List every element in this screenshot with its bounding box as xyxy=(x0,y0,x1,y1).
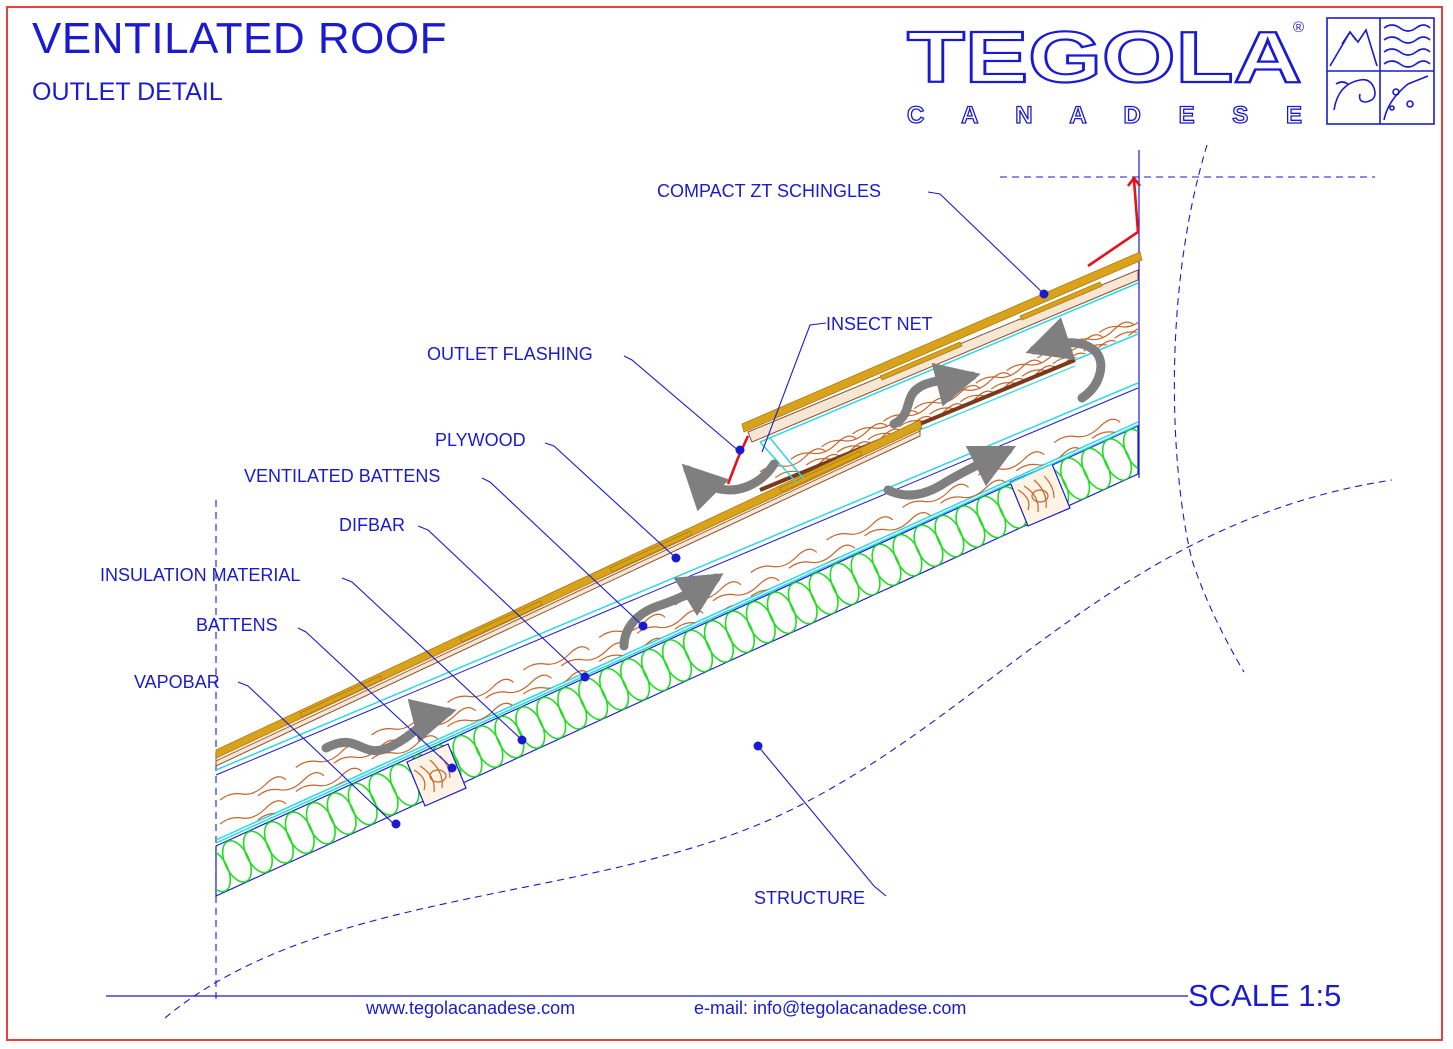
wood-grain-line xyxy=(864,512,932,537)
insulation-loop xyxy=(242,830,274,874)
label-ventilated-battens: VENTILATED BATTENS xyxy=(244,466,440,486)
scale-label: SCALE 1:5 xyxy=(1188,978,1342,1013)
wood-grain-line xyxy=(902,483,969,508)
leader-dots xyxy=(391,289,1049,829)
insulation-loop xyxy=(326,792,357,835)
plywood-layer xyxy=(215,269,1139,767)
membrane-lines xyxy=(215,282,1139,844)
wood-grain-line xyxy=(788,544,856,569)
label-battens: BATTENS xyxy=(196,615,278,635)
wood-grain-line xyxy=(485,674,552,699)
insulation-loop xyxy=(515,706,546,749)
structure-outline xyxy=(164,144,1393,1019)
label-insect-net: INSECT NET xyxy=(826,314,933,334)
wood-grain-line xyxy=(447,702,514,727)
wood-grain-line xyxy=(975,359,1043,384)
leader-lines xyxy=(237,191,1045,897)
wood-grain-line xyxy=(750,548,818,573)
insulation-loop xyxy=(703,620,735,663)
label-difbar: DIFBAR xyxy=(339,515,405,535)
insulation-loop xyxy=(221,840,253,883)
insulation-loop xyxy=(284,811,315,855)
tegola-logo: TEGOLA ® C A N A D E S E xyxy=(906,17,1435,130)
label-plywood: PLYWOOD xyxy=(435,430,526,450)
insulation-loop xyxy=(347,782,378,826)
red-border-frame xyxy=(6,6,1443,1041)
wood-grain-line xyxy=(560,642,628,667)
drawing-title: VENTILATED ROOF xyxy=(32,14,447,63)
insulation-loop xyxy=(724,610,756,654)
website-link[interactable]: www.tegolacanadese.com xyxy=(366,998,576,1018)
airflow-arrows xyxy=(321,317,1106,756)
insulation-loop xyxy=(305,801,336,845)
wood-grain-line xyxy=(790,435,858,460)
insulation-loop xyxy=(494,715,525,759)
registered-mark: ® xyxy=(1293,19,1304,36)
insulation-loop xyxy=(619,658,651,701)
wood-grain-line xyxy=(295,767,363,792)
batten-block-lower xyxy=(406,743,467,807)
label-outlet-flashing: OUTLET FLASHING xyxy=(427,344,593,364)
insulation-loop xyxy=(745,600,776,644)
label-structure: STRUCTURE xyxy=(754,888,865,908)
insulation-loop xyxy=(661,639,693,682)
wood-grain-line xyxy=(522,646,590,671)
insulation-loop xyxy=(216,849,232,893)
insulation-loop xyxy=(766,591,797,635)
insulation-loop xyxy=(598,667,630,711)
insulation-loop xyxy=(536,696,567,740)
wood-grain-line xyxy=(598,613,666,638)
label-vapobar: VAPOBAR xyxy=(134,672,220,692)
insulation-loop xyxy=(808,572,839,615)
insulation-loop xyxy=(871,543,902,587)
wood-grain-line xyxy=(447,678,514,703)
insulation-loop xyxy=(850,553,881,596)
wood-grain-line xyxy=(1053,418,1121,443)
insulation-loop xyxy=(368,773,399,816)
insulation-loop xyxy=(473,725,504,768)
email-link[interactable]: e-mail: info@tegolacanadese.com xyxy=(694,998,967,1018)
insulation-loop xyxy=(640,648,672,692)
insulation-loop xyxy=(787,581,818,625)
wood-grain-line xyxy=(1114,314,1138,339)
insulation-loop xyxy=(934,514,965,558)
wood-grain-line xyxy=(1098,308,1138,334)
insulation-loop xyxy=(682,629,714,673)
insulation-loop xyxy=(557,686,588,730)
wood-grain-line xyxy=(219,776,287,801)
insulation-loop xyxy=(452,734,483,778)
label-insulation-material: INSULATION MATERIAL xyxy=(100,565,300,585)
label-compact-shingles: COMPACT ZT SCHINGLES xyxy=(657,181,881,201)
wood-grain-line xyxy=(219,800,287,825)
mountain-waves-emblem-icon xyxy=(1326,17,1435,125)
insulation-loop xyxy=(263,820,295,864)
insulation-loop xyxy=(829,562,860,606)
logo-brand-text: TEGOLA xyxy=(907,18,1302,98)
wood-grain-line xyxy=(333,739,401,764)
insulation-loop xyxy=(892,533,923,577)
wood-grain-line xyxy=(257,772,325,797)
insulation-layer xyxy=(215,425,1139,897)
drawing-subtitle: OUTLET DETAIL xyxy=(32,78,223,106)
wood-grain-line xyxy=(826,516,894,541)
logo-subbrand-text: C A N A D E S E xyxy=(907,102,1302,129)
wood-grain-line xyxy=(821,422,889,448)
outlet-flashing xyxy=(726,175,1142,485)
